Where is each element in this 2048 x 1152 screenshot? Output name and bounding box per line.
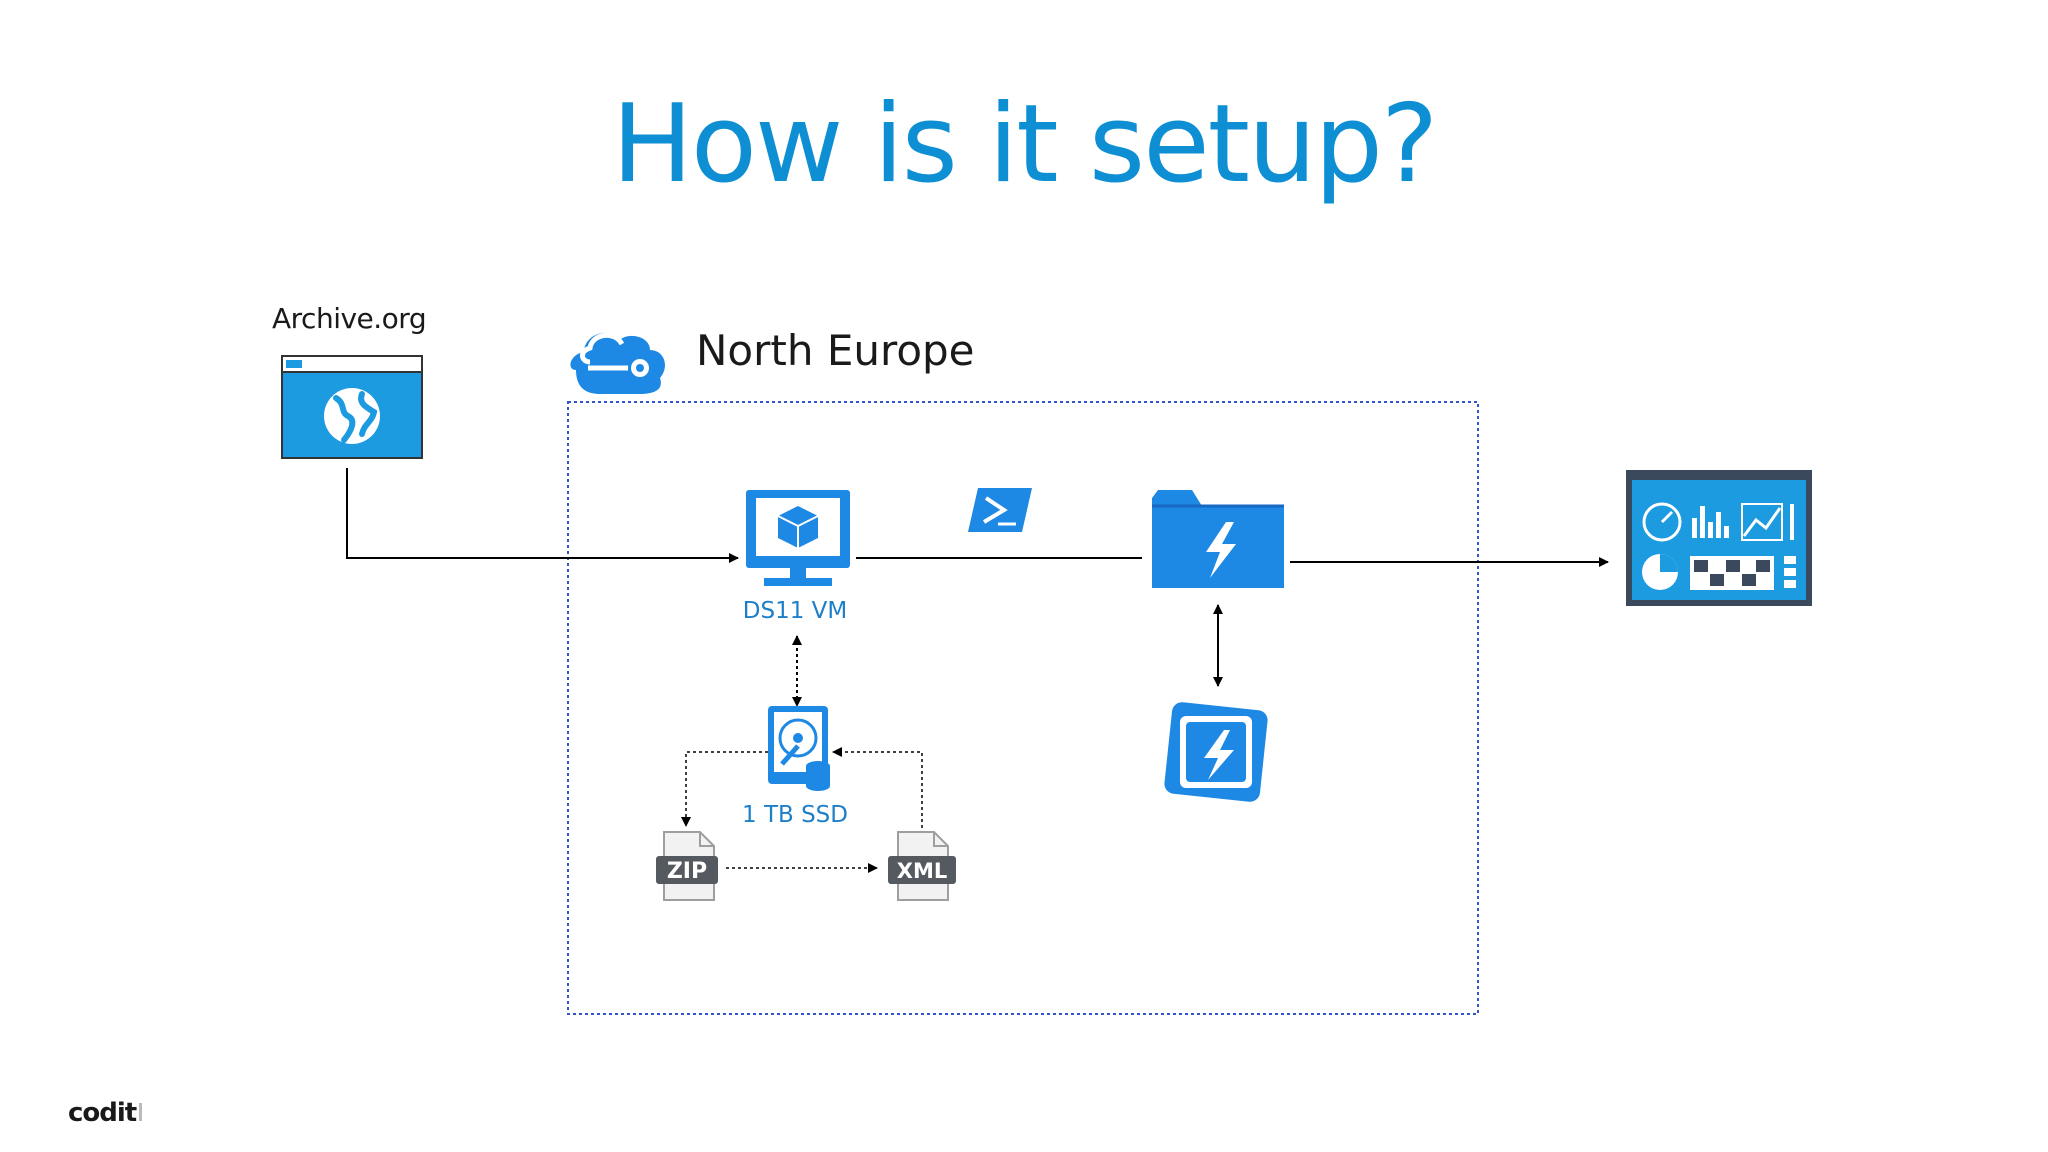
disk-label: 1 TB SSD: [742, 802, 848, 828]
xml-file-icon: XML: [888, 831, 956, 901]
power-bi-dashboard-icon: [1626, 470, 1812, 606]
cloud-icon: [570, 332, 665, 394]
connector-source-to-vm: [346, 468, 739, 563]
company-logo: codit: [68, 1098, 143, 1128]
region-boundary: [567, 401, 1479, 1015]
azure-function-icon: [1164, 702, 1268, 802]
xml-badge-text: XML: [897, 859, 947, 883]
region-label: North Europe: [696, 326, 975, 375]
powershell-icon: [968, 488, 1032, 532]
website-globe-icon: [281, 355, 423, 459]
logo-bar: [139, 1103, 143, 1121]
zip-badge-text: ZIP: [667, 859, 707, 884]
zip-file-icon: ZIP: [656, 831, 718, 901]
azure-function-folder-icon: [1152, 490, 1284, 588]
virtual-machine-icon: [746, 490, 850, 586]
source-label: Archive.org: [272, 302, 427, 335]
logo-text: codit: [68, 1098, 137, 1128]
ssd-disk-icon: [768, 706, 830, 791]
vm-label: DS11 VM: [742, 598, 848, 624]
slide-title: How is it setup?: [611, 82, 1439, 207]
